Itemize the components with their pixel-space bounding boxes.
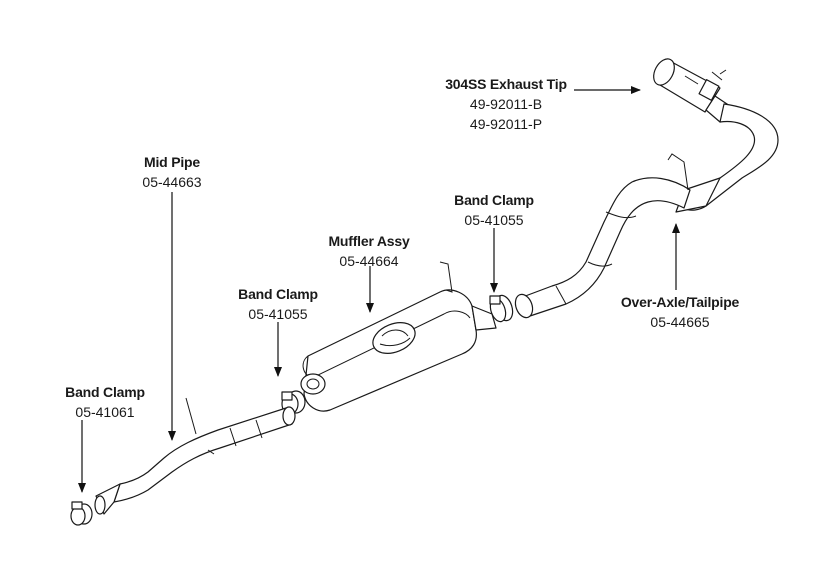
band-clamp-lower-name: Band Clamp: [65, 384, 145, 400]
muffler-label: Muffler Assy 05-44664: [314, 231, 424, 271]
exhaust-tip-label: 304SS Exhaust Tip 49-92011-B 49-92011-P: [436, 74, 576, 134]
mid-pipe-number: 05-44663: [142, 174, 202, 190]
tailpipe-number: 05-44665: [650, 314, 710, 330]
band-clamp-upper-name: Band Clamp: [454, 192, 534, 208]
muffler-name: Muffler Assy: [328, 233, 410, 249]
mid-pipe-label: Mid Pipe 05-44663: [122, 152, 222, 192]
band-clamp-lower-label: Band Clamp 05-41061: [55, 382, 155, 422]
band-clamp-middle-number: 05-41055: [248, 306, 308, 322]
tailpipe-name: Over-Axle/Tailpipe: [620, 294, 740, 310]
exhaust-tip-number-p: 49-92011-P: [469, 116, 543, 132]
band-clamp-middle-part: [281, 390, 306, 415]
muffler-part: [300, 261, 497, 412]
band-clamp-lower-number: 05-41061: [75, 404, 135, 420]
muffler-number: 05-44664: [339, 253, 399, 269]
tailpipe-part: [514, 103, 779, 319]
exhaust-tip-part: [653, 58, 731, 123]
mid-pipe-name: Mid Pipe: [144, 154, 200, 170]
band-clamp-upper-number: 05-41055: [464, 212, 524, 228]
mid-pipe-part: [94, 397, 296, 515]
band-clamp-middle-name: Band Clamp: [238, 286, 318, 302]
exhaust-tip-number-b: 49-92011-B: [469, 96, 543, 112]
band-clamp-middle-label: Band Clamp 05-41055: [228, 284, 328, 324]
tailpipe-label: Over-Axle/Tailpipe 05-44665: [606, 292, 754, 332]
exhaust-tip-name: 304SS Exhaust Tip: [445, 76, 567, 92]
band-clamp-upper-part: [489, 294, 514, 323]
band-clamp-upper-label: Band Clamp 05-41055: [444, 190, 544, 230]
band-clamp-lower-part: [70, 501, 93, 526]
